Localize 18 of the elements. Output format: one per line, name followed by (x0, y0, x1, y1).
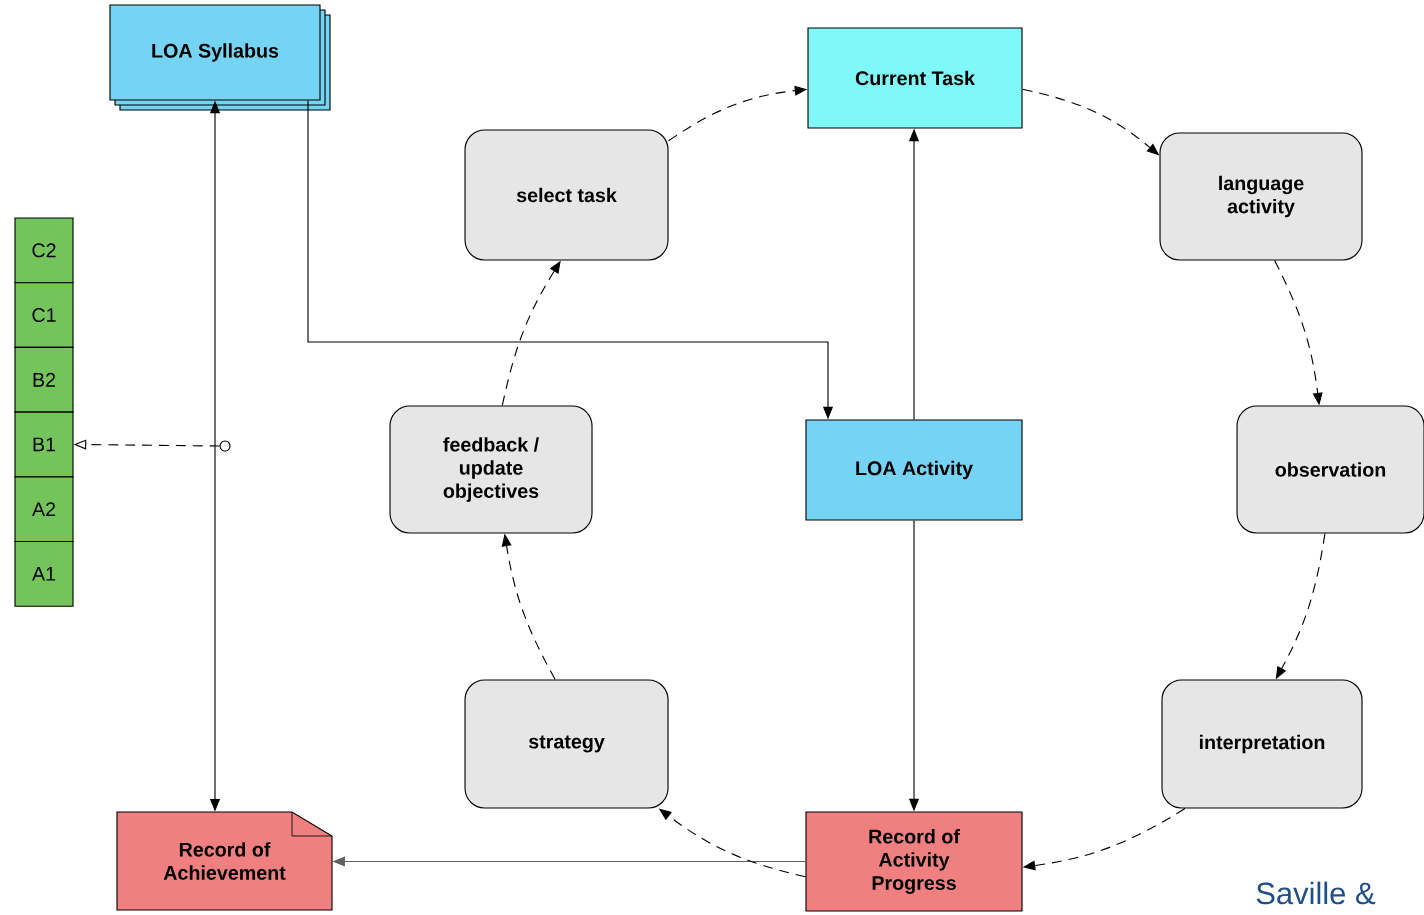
rounded-box: interpretation (1161, 679, 1363, 809)
rounded-box: language activity (1159, 132, 1363, 261)
process-box: Current Task (807, 27, 1023, 129)
rounded-box: select task (464, 129, 669, 261)
level-cell: A2 (14, 476, 74, 543)
rounded-box: strategy (464, 679, 669, 809)
process-box: Record of Activity Progress (805, 811, 1023, 912)
rounded-box: observation (1236, 405, 1424, 534)
stacked-box: LOA Syllabus (109, 4, 331, 111)
level-cell: A1 (14, 540, 74, 607)
level-cell: B2 (14, 346, 74, 413)
level-cell: C1 (14, 282, 74, 348)
level-cell: C2 (14, 217, 74, 284)
process-box: LOA Activity (805, 419, 1023, 521)
document-box: Record of Achievement (116, 811, 333, 911)
citation: Saville & (1256, 881, 1376, 905)
rounded-box: feedback / update objectives (389, 405, 593, 534)
level-cell: B1 (14, 411, 74, 478)
